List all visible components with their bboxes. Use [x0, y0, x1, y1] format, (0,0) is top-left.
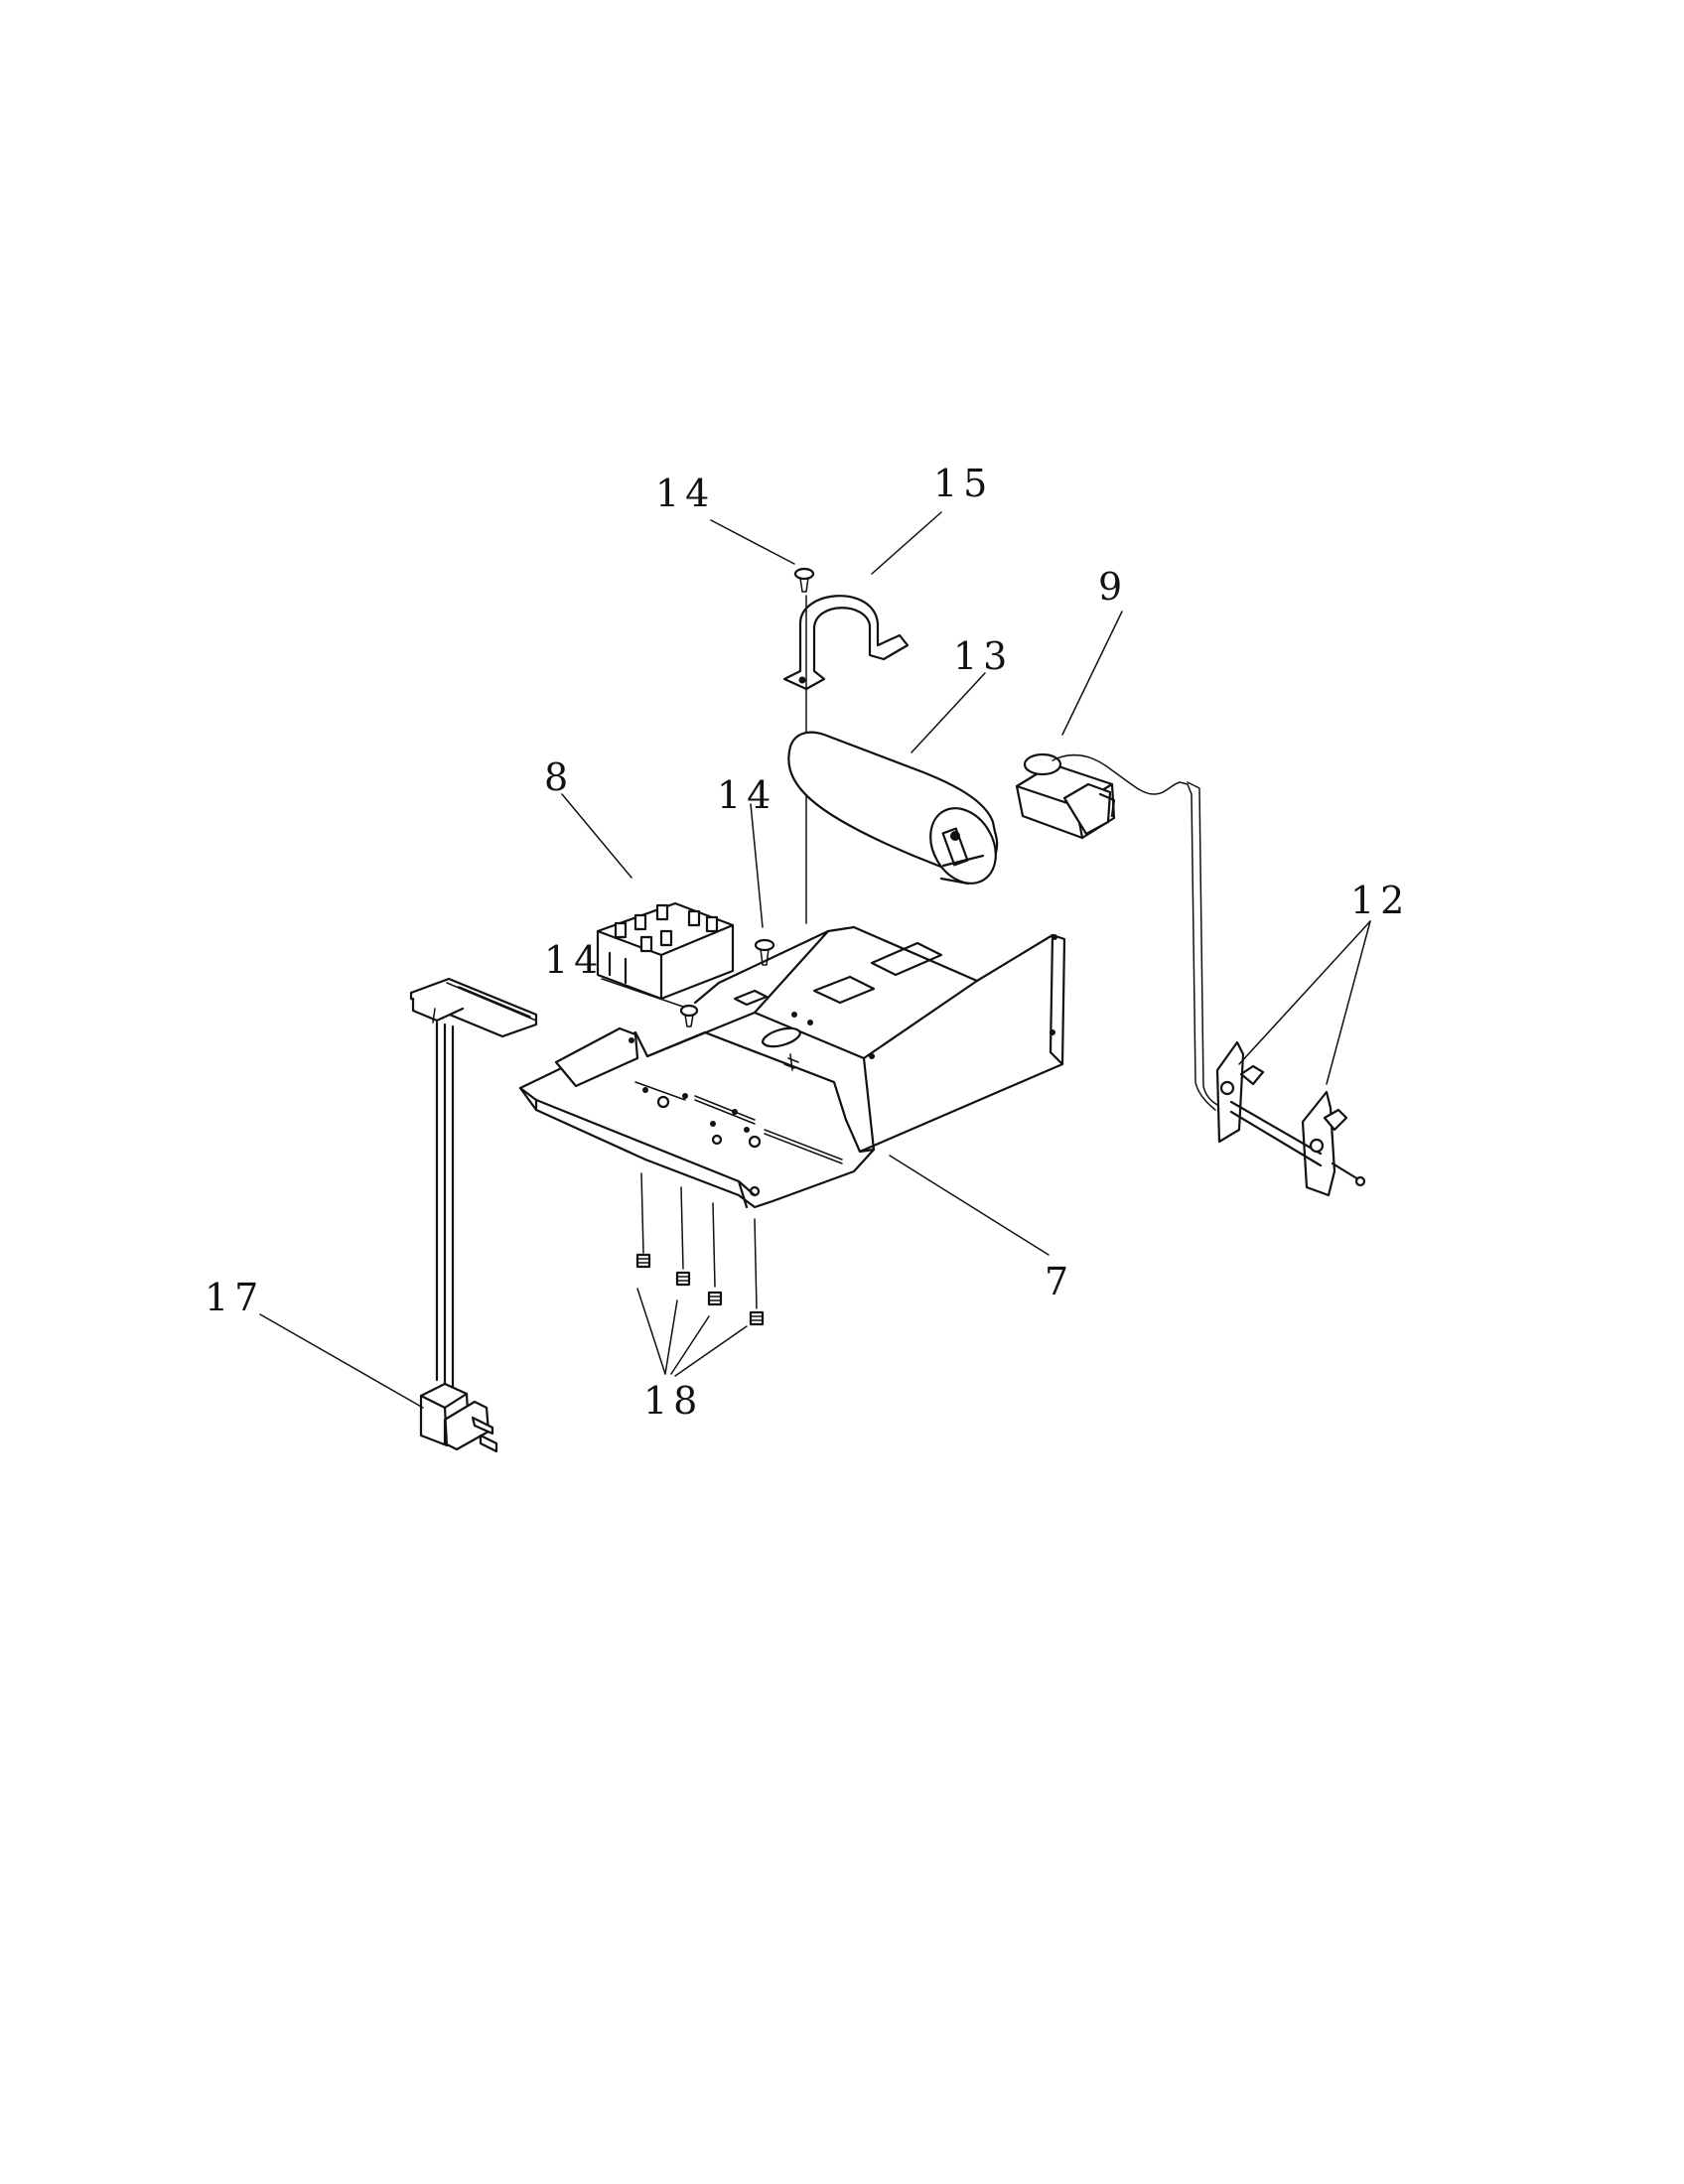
screw-part-14-left [679, 1004, 699, 1027]
callout-14-left: 14 [544, 938, 604, 982]
callout-13: 13 [953, 634, 1013, 678]
power-cord-part-17 [409, 977, 538, 1453]
callout-8: 8 [544, 755, 574, 799]
callout-14-top: 14 [655, 472, 715, 515]
thermostat-part-9 [1015, 752, 1220, 1111]
capacitor-strap-part-15 [782, 595, 910, 691]
callout-7: 7 [1045, 1260, 1074, 1303]
screws-part-18 [635, 1172, 765, 1326]
control-box-plate-part-7 [518, 925, 1066, 1209]
capacitor-part-13 [787, 731, 999, 886]
callout-15: 15 [933, 462, 993, 505]
screw-part-14-center [754, 938, 775, 966]
bracket-part-12 [1215, 1040, 1366, 1197]
callout-18: 18 [643, 1379, 703, 1423]
relay-part-8 [596, 901, 735, 1001]
screw-part-14-top [793, 567, 815, 593]
callout-9: 9 [1098, 565, 1128, 609]
callout-17: 17 [205, 1276, 264, 1319]
leader-lines [259, 511, 1371, 1409]
callout-labels: 14 15 9 13 8 14 12 14 7 17 18 [205, 462, 1410, 1423]
callout-14-center: 14 [717, 773, 776, 817]
callout-12: 12 [1350, 879, 1410, 922]
